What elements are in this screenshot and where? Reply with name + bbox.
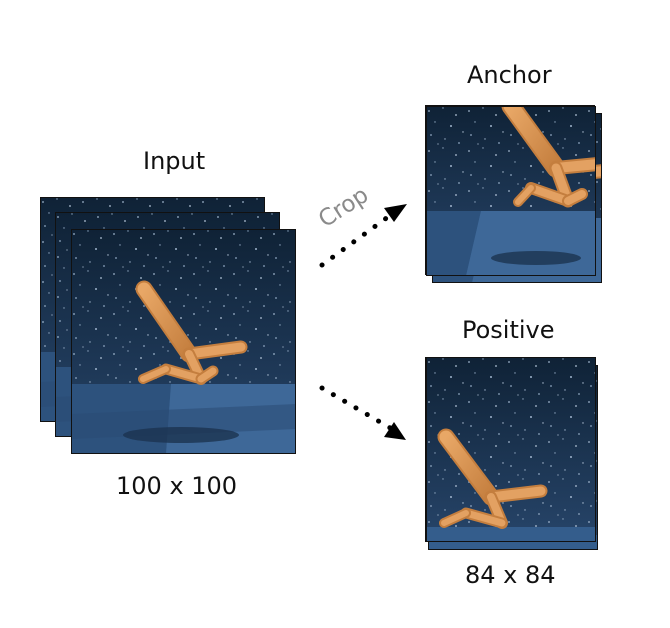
positive-frame-front xyxy=(426,357,596,542)
positive-title: Positive xyxy=(462,316,555,344)
positive-size-label: 84 x 84 xyxy=(465,561,556,589)
input-size-label: 100 x 100 xyxy=(116,472,238,500)
input-frame-stack xyxy=(40,197,296,454)
arrow-to-anchor xyxy=(319,204,407,268)
crop-label: Crop xyxy=(314,182,373,233)
anchor-frame-stack xyxy=(425,105,602,283)
positive-frame-stack xyxy=(425,357,598,550)
anchor-title: Anchor xyxy=(467,61,552,89)
anchor-frame-front xyxy=(426,106,596,276)
input-title: Input xyxy=(143,147,206,175)
input-frame-front xyxy=(71,229,296,454)
arrow-to-positive xyxy=(319,385,406,440)
